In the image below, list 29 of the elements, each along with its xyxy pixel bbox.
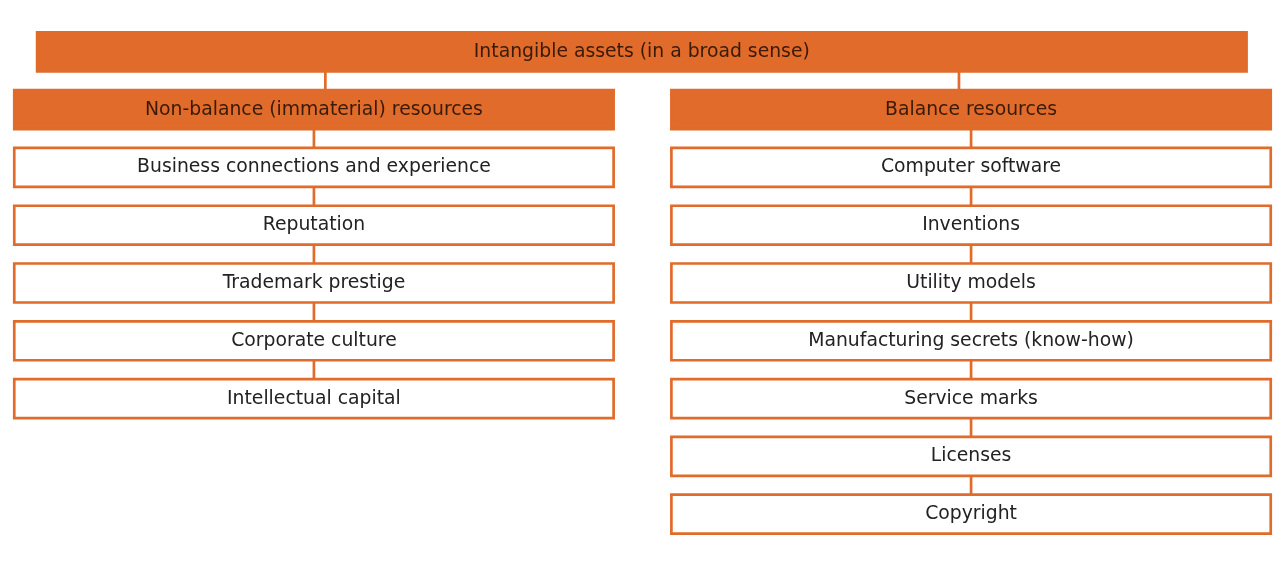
connector — [969, 302, 973, 322]
node-box: Inventions — [670, 204, 1273, 247]
node-box: Service marks — [670, 377, 1273, 420]
connector — [312, 187, 316, 206]
node-box: Reputation — [12, 204, 615, 247]
node-box: Computer software — [670, 146, 1273, 189]
connector — [312, 129, 316, 148]
connector — [312, 360, 316, 380]
node-box: Balance resources — [670, 88, 1273, 131]
connector — [969, 129, 973, 148]
connector — [969, 187, 973, 206]
node-box: Intellectual capital — [12, 377, 615, 420]
connector — [969, 360, 973, 380]
connector — [324, 71, 327, 91]
node-box: Trademark prestige — [12, 262, 615, 304]
node-box: Business connections and experience — [12, 146, 615, 189]
node-box: Intangible assets (in a broad sense) — [35, 31, 1248, 73]
connector — [969, 475, 973, 495]
node-box: Licenses — [670, 435, 1273, 478]
connector — [312, 302, 316, 322]
connector — [969, 244, 973, 264]
connector — [957, 71, 961, 91]
node-box: Non-balance (immaterial) resources — [12, 88, 615, 131]
connector — [312, 244, 316, 264]
node-box: Utility models — [670, 262, 1273, 304]
node-box: Corporate culture — [12, 319, 615, 362]
node-box: Manufacturing secrets (know-how) — [670, 319, 1273, 362]
node-box: Copyright — [670, 493, 1273, 535]
connector — [969, 418, 973, 437]
